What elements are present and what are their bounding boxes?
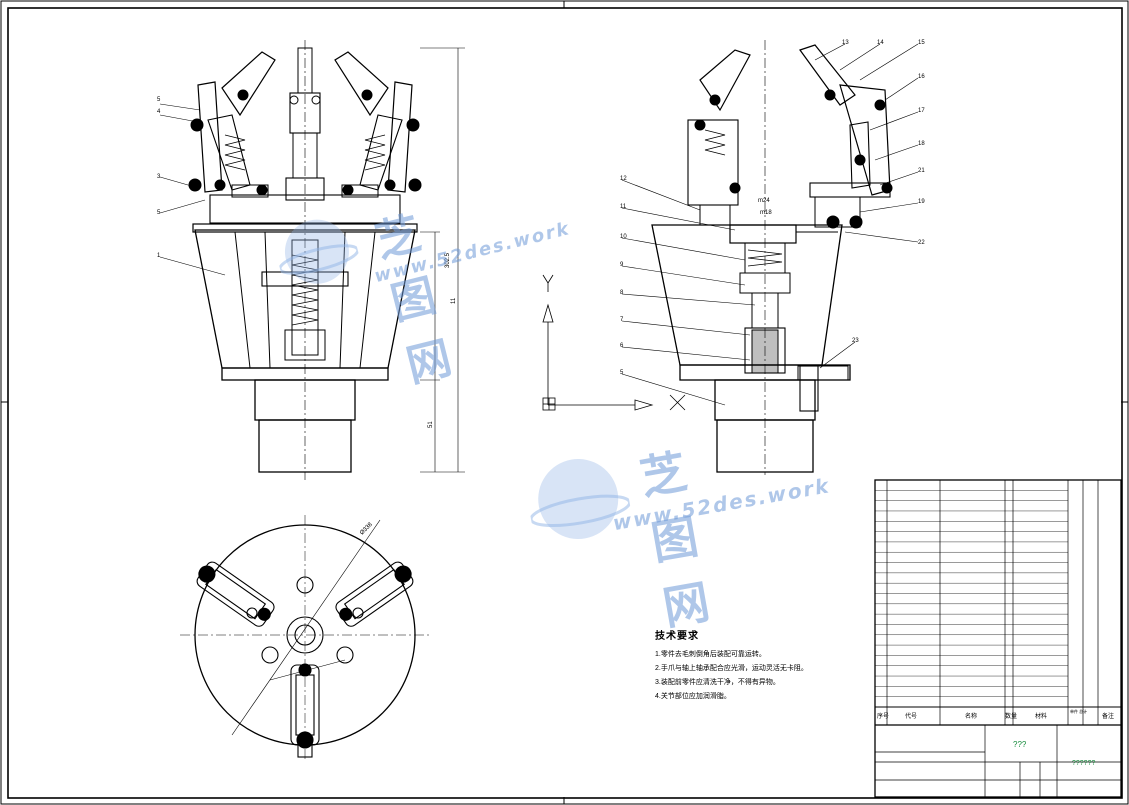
part-label-19: 18: [918, 141, 925, 147]
part-label-16: 15: [918, 40, 925, 46]
tech-line-3: 3.装配前零件应清洗干净，不得有异物。: [655, 679, 780, 686]
front-view-labels: 5 4 3 5 1 302.5 11 51: [157, 97, 457, 428]
part-label-6: 5: [620, 370, 624, 376]
part-label-9: 8: [620, 290, 624, 296]
part-label-14: 13: [842, 40, 849, 46]
title-seq: 序号: [877, 712, 889, 720]
title-material: 材料: [1035, 712, 1047, 720]
tech-title: 技术要求: [655, 631, 699, 642]
top-view: [180, 515, 430, 760]
dim-m24: m24: [758, 198, 770, 204]
part-label-23: 23: [852, 338, 859, 344]
dim-d338: Ø338: [359, 521, 374, 536]
title-qty: 数量: [1005, 712, 1017, 720]
part-label-18: 17: [918, 108, 925, 114]
part-label-4: 4: [157, 109, 161, 115]
part-label-17: 16: [918, 74, 925, 80]
part-label-5b: 5: [157, 210, 161, 216]
tech-line-2: 2.手爪与轴上轴承配合应光滑，运动灵活无卡阻。: [655, 665, 808, 672]
part-label-20: 19: [918, 199, 925, 205]
part-label-11: 10: [620, 234, 627, 240]
axis-symbol: [542, 274, 686, 411]
title-name: 名称: [965, 712, 977, 720]
part-label-7: 6: [620, 343, 624, 349]
drawing-name: ???: [1013, 740, 1027, 749]
inner-frame: [7, 7, 1123, 799]
part-label-12: 11: [620, 204, 627, 210]
part-label-10: 9: [620, 262, 624, 268]
dim-51: 51: [428, 421, 434, 428]
part-label-5a: 5: [157, 97, 161, 103]
dim-302: 302.5: [445, 252, 451, 268]
tech-line-4: 4.关节部位应加润滑脂。: [655, 693, 731, 700]
part-label-3: 3: [157, 174, 161, 180]
parts-list: [874, 479, 1122, 798]
parts-list-rows: [875, 490, 1068, 697]
part-label-8: 7: [620, 317, 624, 323]
title-remark: 备注: [1102, 712, 1114, 720]
front-view: [159, 40, 465, 480]
part-label-22: 22: [918, 240, 925, 246]
dim-m18: m18: [760, 210, 772, 216]
drawing-code: ??????: [1072, 760, 1095, 767]
side-view: [621, 40, 919, 475]
title-weight: 单件 总计: [1070, 708, 1087, 714]
dim-11: 11: [451, 297, 457, 304]
title-code: 代号: [905, 712, 917, 720]
part-label-1: 1: [157, 253, 161, 259]
technical-requirements: 技术要求 1.零件去毛刺倒角后装配可靠运转。 2.手爪与轴上轴承配合应光滑，运动…: [655, 630, 865, 704]
tech-line-1: 1.零件去毛刺倒角后装配可靠运转。: [655, 651, 766, 658]
side-view-labels: 12 11 10 9 8 7 6 5 13 14 15 16 17 18 21 …: [620, 40, 925, 376]
part-label-15: 14: [877, 40, 884, 46]
part-label-13: 12: [620, 176, 627, 182]
part-label-21: 21: [918, 168, 925, 174]
